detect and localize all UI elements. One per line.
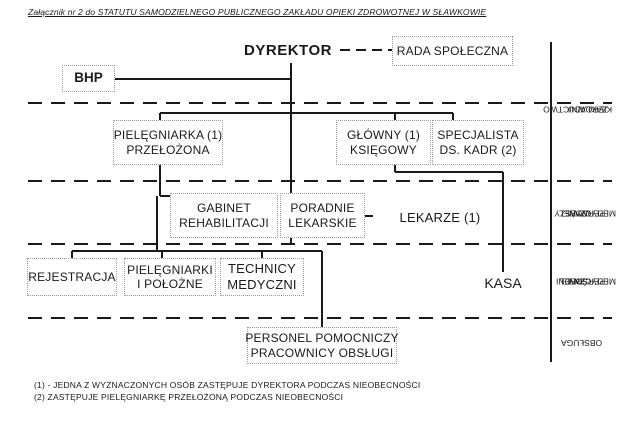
pielegniarki-label-1: PIELĘGNIARKI — [127, 262, 213, 277]
poradnie-label-1: PORADNIE — [290, 201, 355, 216]
node-personel-pomocniczy: PERSONEL POMOCNICZY PRACOWNICY OBSŁUGI — [245, 327, 399, 364]
node-rada-spoleczna: RADA SPOŁECZNA — [392, 36, 513, 66]
kasa-label: KASA — [484, 275, 522, 291]
level-wyzszy-personel: WYŻSZY PERSONEL MEDYCZNY — [553, 182, 616, 244]
personel-label-1: PERSONEL POMOCNICZY — [245, 331, 399, 346]
node-pielegniarki-polozne: PIELĘGNIARKI I POŁOŻNE — [124, 258, 216, 296]
pielegniarka-label-2: PRZEŁOŻONA — [126, 142, 210, 157]
node-kasa: KASA — [470, 274, 536, 293]
technicy-label-1: TECHNICY — [227, 261, 297, 277]
rada-label: RADA SPOŁECZNA — [396, 43, 509, 58]
kierownictwo-label-2: ZAKŁADU — [567, 104, 607, 115]
rejestracja-label: REJESTRACJA — [28, 269, 116, 284]
poradnie-label-2: LEKARSKIE — [288, 215, 357, 230]
footnote-2: (2) ZASTĘPUJE PIELĘGNIARKĘ PRZEŁOŻONĄ PO… — [34, 392, 344, 402]
node-specjalista-kadr: SPECJALISTA DS. KADR (2) — [432, 120, 524, 165]
wyzszy-label-3: MEDYCZNY — [567, 208, 616, 219]
level-kierownictwo: KIEROWNICTWO ZAKŁADU — [543, 42, 612, 176]
ksiegowy-label-2: KSIĘGOWY — [350, 142, 417, 157]
obsluga-label: OBSŁUGA — [561, 337, 603, 348]
specjalista-label-1: SPECJALISTA — [437, 128, 519, 143]
gabinet-label-2: REHABILITACJI — [179, 215, 269, 230]
node-dyrektor: DYREKTOR — [236, 38, 340, 63]
node-technicy-medyczni: TECHNICY MEDYCZNI — [220, 258, 304, 296]
level-sredni-personel: ŚREDNI PERSONEL MEDYCZNY — [553, 245, 615, 317]
sredni-label-3: MEDYCZNY — [567, 276, 616, 287]
footnote-1: (1) - JEDNA Z WYZNACZONYCH OSÓB ZASTĘPUJ… — [34, 380, 421, 390]
bhp-label: BHP — [74, 70, 103, 86]
node-pielegniarka-przelozona: PIELĘGNIARKA (1) PRZEŁOŻONA — [113, 120, 223, 165]
pielegniarki-label-2: I POŁOŻNE — [137, 277, 203, 291]
gabinet-label-1: GABINET — [196, 201, 252, 216]
node-bhp: BHP — [62, 65, 115, 92]
document-title: Załącznik nr 2 do STATUTU SAMODZIELNEGO … — [28, 7, 487, 17]
node-gabinet-rehabilitacji: GABINET REHABILITACJI — [170, 193, 278, 238]
pielegniarka-label-1: PIELĘGNIARKA (1) — [113, 128, 223, 143]
dyrektor-label: DYREKTOR — [244, 41, 332, 59]
node-poradnie-lekarskie: PORADNIE LEKARSKIE — [280, 193, 365, 238]
node-glowny-ksiegowy: GŁÓWNY (1) KSIĘGOWY — [336, 120, 431, 165]
specjalista-label-2: DS. KADR (2) — [439, 142, 517, 157]
level-obsluga: OBSŁUGA — [553, 319, 611, 365]
ksiegowy-label-1: GŁÓWNY (1) — [346, 128, 421, 143]
lekarze-label: LEKARZE (1) — [399, 210, 481, 225]
technicy-label-2: MEDYCZNI — [227, 277, 297, 292]
node-rejestracja: REJESTRACJA — [27, 258, 117, 296]
personel-label-2: PRACOWNICY OBSŁUGI — [250, 345, 394, 360]
node-lekarze: LEKARZE (1) — [380, 208, 500, 227]
